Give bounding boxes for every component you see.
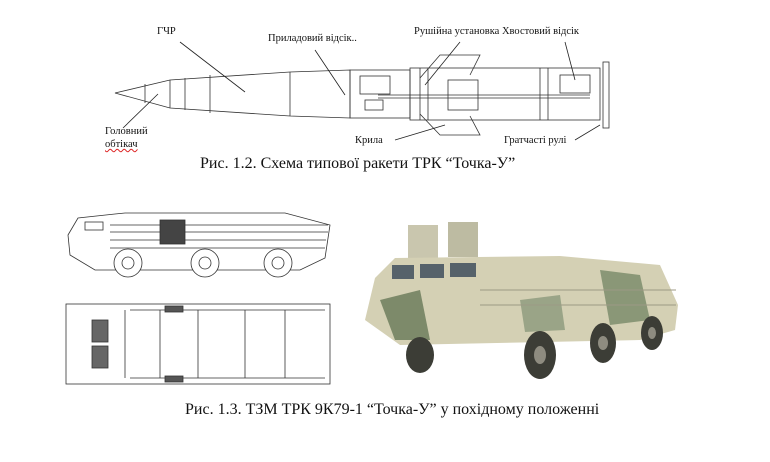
label-warhead: ГЧР — [157, 26, 176, 37]
label-grid-fins: Гратчасті рулі — [504, 135, 567, 146]
figure-1-caption: Рис. 1.2. Схема типової ракети ТРК “Точк… — [200, 155, 516, 172]
label-wings: Крила — [355, 135, 383, 146]
label-nose-line1: Головний — [105, 126, 148, 137]
figure-2-caption: Рис. 1.3. ТЗМ ТРК 9К79-1 “Точка-У” у пох… — [185, 401, 600, 418]
label-instrument-compartment: Приладовий відсік.. — [268, 33, 357, 44]
label-engine-tail: Рушійна установка Хвостовий відсік — [414, 26, 580, 37]
label-nose-line2: обтікач — [105, 139, 138, 150]
